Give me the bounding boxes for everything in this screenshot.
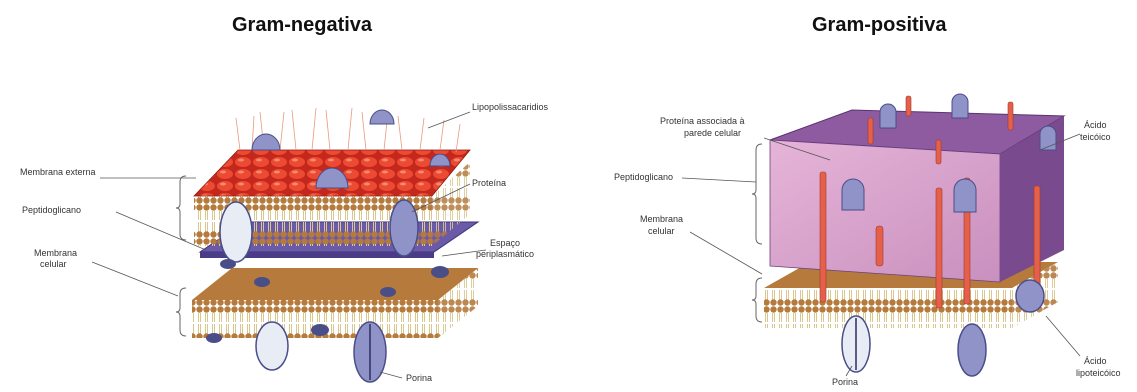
label-lipopolissacaridios: Lipopolissacaridios <box>472 102 549 112</box>
gram-negative-porin-left <box>256 322 288 370</box>
gram-negative-outer-porin <box>220 202 252 262</box>
gram-positive-membrane-protein <box>958 324 986 376</box>
label-proteina-associada-2: parede celular <box>684 128 741 138</box>
label-proteina-associada-1: Proteína associada à <box>660 116 745 126</box>
label-acido-teicoico-2: teicóico <box>1080 132 1111 142</box>
label-membrana-externa: Membrana externa <box>20 167 96 177</box>
gram-negative-membrane-protein <box>390 200 418 256</box>
label-acido-lipoteicoico-1: Ácido <box>1084 356 1107 366</box>
gram-positive-peptidoglycan-wall <box>770 110 1064 282</box>
gram-negative-cell-membrane <box>192 268 478 338</box>
gram-negative-diagram: Lipopolissacaridios Membrana externa Pep… <box>20 102 549 383</box>
label-espaco-2: periplasmático <box>476 249 534 259</box>
label-porina-pos: Porina <box>832 377 858 387</box>
label-acido-teicoico-1: Ácido <box>1084 120 1107 130</box>
label-espaco-1: Espaço <box>490 238 520 248</box>
label-membrana-celular-pos-1: Membrana <box>640 214 683 224</box>
label-peptidoglicano-pos: Peptidoglicano <box>614 172 673 182</box>
label-peptidoglicano-neg: Peptidoglicano <box>22 205 81 215</box>
gram-positive-lipoteichoic-protein <box>1016 280 1044 312</box>
label-porina-neg: Porina <box>406 373 432 383</box>
label-membrana-celular-pos-2: celular <box>648 226 675 236</box>
label-acido-lipoteicoico-2: lipoteicóico <box>1076 368 1121 378</box>
gram-positive-diagram: Proteína associada à parede celular Ácid… <box>614 94 1121 387</box>
label-membrana-celular-neg-1: Membrana <box>34 248 77 258</box>
label-proteina: Proteína <box>472 178 506 188</box>
label-membrana-celular-neg-2: celular <box>40 259 67 269</box>
